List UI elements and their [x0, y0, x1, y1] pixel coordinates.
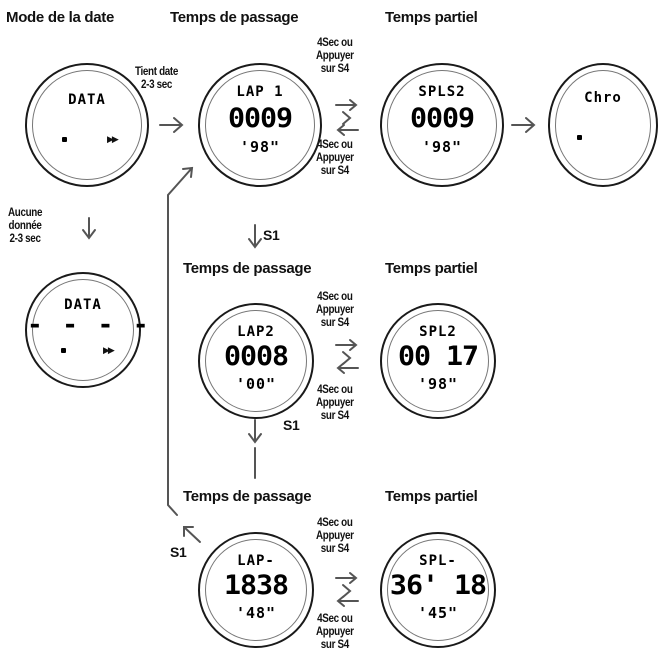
header-temps-partiel-1: Temps partiel: [385, 9, 478, 26]
note-line: sur S4: [320, 541, 349, 555]
note-tient-date-line1: Tient date: [135, 64, 179, 78]
indicator-dot: [62, 137, 67, 142]
watch-display-top: SPLS2: [418, 84, 466, 100]
note-aucune-line3: 2-3 sec: [9, 231, 41, 245]
note-4sec-3b: 4Sec ou Appuyer sur S4: [316, 612, 354, 651]
indicator-double-arrow-icon: ▶▶: [107, 134, 119, 144]
indicator-double-arrow-icon: ▶▶: [103, 345, 115, 355]
note-4sec-2a: 4Sec ou Appuyer sur S4: [316, 290, 354, 329]
header-temps-passage-3: Temps de passage: [183, 488, 312, 505]
watch-display-main: 0009: [409, 103, 475, 134]
watch-bezel: [205, 70, 315, 180]
watch-display-bottom: '45": [417, 604, 459, 622]
watch-bezel: [555, 70, 651, 180]
watch-bezel: [32, 70, 142, 180]
indicator-dot: [577, 135, 582, 140]
watch-display-main: 00 17: [397, 341, 479, 372]
watch-display-top: DATA: [68, 92, 106, 108]
note-line: Appuyer: [316, 624, 354, 638]
note-tient-date-line2: 2-3 sec: [140, 77, 173, 91]
watch-display-top: LAP2: [237, 324, 275, 340]
note-line: 4Sec ou: [317, 515, 353, 529]
watch-bezel: [32, 279, 134, 381]
note-aucune-line1: Aucune: [8, 205, 43, 219]
watch-bezel: [387, 310, 489, 412]
watch-display-top: DATA: [64, 297, 102, 313]
note-tient-date: Tient date 2-3 sec: [135, 65, 178, 91]
watch-bezel: [387, 70, 497, 180]
note-line: sur S4: [320, 408, 349, 422]
watch-display-main: - - - -: [27, 310, 151, 340]
watch-display-main: 0008: [223, 341, 289, 372]
watch-display-top: LAP-: [237, 553, 275, 569]
note-line: sur S4: [320, 163, 349, 177]
watch-bezel: [205, 539, 307, 641]
note-line: sur S4: [320, 315, 349, 329]
watch-display-bottom: '98": [421, 138, 463, 156]
label-s1-top: S1: [263, 227, 280, 243]
note-line: Appuyer: [316, 150, 354, 164]
watch-display-top: SPL2: [419, 324, 457, 340]
note-4sec-3a: 4Sec ou Appuyer sur S4: [316, 516, 354, 555]
note-line: Appuyer: [316, 528, 354, 542]
note-aucune-donnee: Aucune donnée 2-3 sec: [8, 206, 42, 245]
watch-display-main: 36' 18: [389, 570, 487, 601]
note-line: sur S4: [320, 61, 349, 75]
watch-display-main: 1838: [223, 570, 289, 601]
watch-data-main: DATA ▶▶: [25, 63, 149, 187]
watch-display-main: 0009: [227, 103, 293, 134]
watch-display-top: Chro: [584, 90, 622, 106]
note-line: sur S4: [320, 637, 349, 651]
watch-display-top: LAP 1: [236, 84, 284, 100]
watch-chro: Chro: [548, 63, 658, 187]
header-temps-partiel-3: Temps partiel: [385, 488, 478, 505]
watch-lap3: LAP- 1838 '48": [198, 532, 314, 648]
watch-bezel: [205, 310, 307, 412]
indicator-dot: [61, 348, 66, 353]
note-line: Appuyer: [316, 302, 354, 316]
watch-display-bottom: '48": [235, 604, 277, 622]
note-line: 4Sec ou: [317, 289, 353, 303]
note-line: 4Sec ou: [317, 382, 353, 396]
watch-display-top: SPL-: [419, 553, 457, 569]
header-temps-passage-2: Temps de passage: [183, 260, 312, 277]
label-s1-mid: S1: [283, 417, 300, 433]
watch-lap2: LAP2 0008 '00": [198, 303, 314, 419]
note-line: Appuyer: [316, 395, 354, 409]
note-4sec-1b: 4Sec ou Appuyer sur S4: [316, 138, 354, 177]
watch-display-bottom: '98": [417, 375, 459, 393]
watch-spl3: SPL- 36' 18 '45": [380, 532, 496, 648]
watch-display-bottom: '00": [235, 375, 277, 393]
watch-spl1: SPLS2 0009 '98": [380, 63, 504, 187]
watch-lap1: LAP 1 0009 '98": [198, 63, 322, 187]
note-line: 4Sec ou: [317, 35, 353, 49]
header-mode-date: Mode de la date: [6, 9, 115, 26]
watch-bezel: [387, 539, 489, 641]
watch-spl2: SPL2 00 17 '98": [380, 303, 496, 419]
note-line: Appuyer: [316, 48, 354, 62]
note-line: 4Sec ou: [317, 137, 353, 151]
header-temps-partiel-2: Temps partiel: [385, 260, 478, 277]
watch-data-empty: DATA - - - - ▶▶: [25, 272, 151, 388]
watch-display-bottom: '98": [239, 138, 281, 156]
note-4sec-2b: 4Sec ou Appuyer sur S4: [316, 383, 354, 422]
label-s1-bottom: S1: [170, 544, 187, 560]
note-line: 4Sec ou: [317, 611, 353, 625]
note-aucune-line2: donnée: [8, 218, 42, 232]
note-4sec-1a: 4Sec ou Appuyer sur S4: [316, 36, 354, 75]
header-temps-passage-1: Temps de passage: [170, 9, 299, 26]
